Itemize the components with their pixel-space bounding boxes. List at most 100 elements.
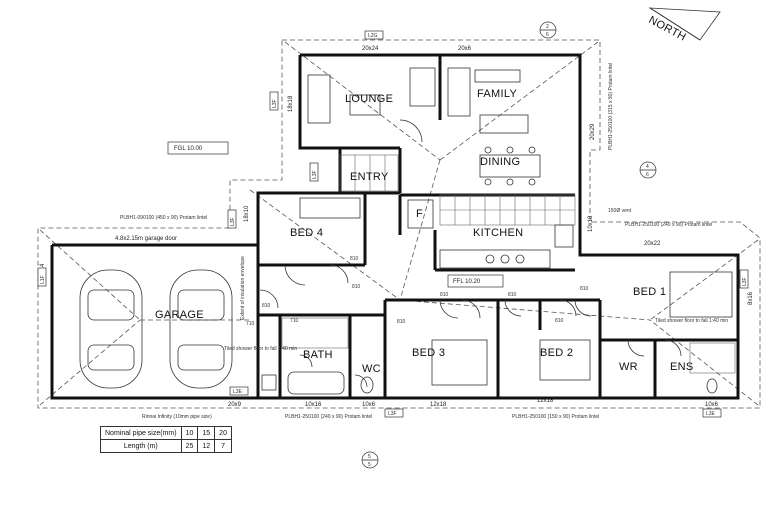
internal-walls (258, 55, 738, 398)
note-lintel: PLBH1-250100 (150 x 90) Protam lintel (512, 414, 599, 420)
door-width: 810 (440, 292, 449, 298)
door-width: 810 (508, 292, 517, 298)
door-width: 810 (580, 286, 589, 292)
section-marker-right: 4 6 (639, 161, 657, 179)
room-label-f: F (416, 208, 423, 220)
table-row: Nominal pipe size(mm) 10 15 20 (100, 426, 232, 440)
kitchen-tile-grid (439, 194, 576, 269)
dim-label: 18x18 (288, 95, 294, 112)
dim-label: 20x9 (228, 402, 242, 408)
wall-tags: L2G L3F L3F L1F L3F L3F L3E L3E L3F (37, 30, 749, 418)
garage-cars (79, 269, 233, 389)
roof-outline (37, 39, 761, 409)
door-width: 810 (350, 256, 359, 262)
room-label-dining: DINING (480, 156, 520, 168)
note-shower-ens: Tiled shower floor to fall 1:40 min (655, 318, 728, 324)
note-garage-door: 4.8x2.15m garage door (115, 236, 177, 242)
room-label-garage: GARAGE (155, 309, 204, 321)
level-ffl: FFL 10.20 (447, 274, 504, 288)
dim-label: 10x16 (305, 402, 322, 408)
level-fgl: FGL 10.00 (167, 141, 229, 155)
bed-furniture (299, 197, 733, 386)
svg-text:L3E: L3E (233, 389, 243, 395)
dim-label: 8x16 (748, 291, 754, 305)
note-lintel: PLBH1-250100 (240 x 90) Protam lintel (625, 222, 712, 228)
dim-label: 20x29 (590, 123, 596, 140)
entry-hatch (339, 154, 399, 192)
dim-label: 20x24 (362, 46, 379, 52)
door-width: 810 (262, 303, 271, 309)
table-cell: 10 (180, 426, 199, 440)
note-lintel: PLBH1-090100 (450 x 90) Protam lintel (120, 215, 207, 221)
door-swings (259, 119, 682, 388)
room-label-bed3: BED 3 (412, 347, 445, 359)
room-label-family: FAMILY (477, 88, 517, 100)
lounge-furniture (307, 67, 436, 124)
dim-label: 10x6 (362, 402, 376, 408)
svg-text:L3F: L3F (312, 170, 318, 179)
room-label-ens: ENS (670, 361, 694, 373)
door-width: 810 (352, 284, 361, 290)
svg-text:FGL 10.00: FGL 10.00 (174, 146, 203, 152)
dim-label: 18x10 (244, 205, 250, 222)
north-arrow: NORTH (647, 7, 721, 44)
room-label-wc: WC (362, 363, 381, 375)
table-row: Length (m) 25 12 7 (100, 439, 232, 453)
room-label-bed4: BED 4 (290, 227, 323, 239)
dim-label: 20x6 (458, 46, 472, 52)
room-label-bath: BATH (303, 349, 333, 361)
note-vent: 150Ø vent (608, 208, 632, 214)
door-width: 710 (246, 321, 255, 327)
svg-text:L3F: L3F (742, 277, 748, 286)
dim-label: 12x18 (430, 402, 447, 408)
room-label-entry: ENTRY (350, 171, 389, 183)
svg-text:L1F: L1F (40, 275, 46, 284)
room-label-kitchen: KITCHEN (473, 227, 523, 239)
north-label: NORTH (647, 14, 688, 44)
dim-label: 10x6 (705, 402, 719, 408)
svg-text:FFL 10.20: FFL 10.20 (453, 279, 481, 285)
section-marker-bottom: 5 5 (361, 451, 379, 469)
svg-text:6: 6 (646, 172, 649, 178)
room-label-wr: WR (619, 361, 638, 373)
svg-text:L3F: L3F (388, 411, 397, 417)
svg-text:5: 5 (368, 462, 371, 468)
svg-text:2: 2 (546, 24, 549, 30)
svg-text:L2G: L2G (368, 33, 378, 39)
note-insulation: Extent of insulation envelope (240, 256, 246, 320)
note-lintel: PLBH1-250100 (240 x 90) Protam lintel (285, 414, 372, 420)
svg-text:L3F: L3F (272, 99, 278, 108)
note-shower-bath: Tiled shower floor to fall 1:40 min (224, 346, 297, 352)
table-cell: Length (m) (100, 439, 182, 453)
svg-text:L3F: L3F (230, 217, 236, 226)
bath-fixtures (261, 317, 736, 395)
svg-text:5: 5 (368, 454, 371, 460)
section-marker-top: 2 6 (539, 21, 557, 39)
table-cell: 12 (197, 439, 216, 453)
svg-text:4: 4 (646, 164, 649, 170)
note-lintel: PLBH1-250100 (315 x 90) Protam lintel (608, 63, 614, 150)
room-label-bed1: BED 1 (633, 286, 666, 298)
table-cell: 25 (180, 439, 199, 453)
door-width: 810 (555, 318, 564, 324)
svg-text:L3E: L3E (706, 411, 716, 417)
pipe-size-table: Nominal pipe size(mm) 10 15 20 Length (m… (100, 426, 232, 453)
room-label-bed2: BED 2 (540, 347, 573, 359)
door-width: 710 (290, 318, 299, 324)
dim-label: 12x18 (537, 398, 554, 404)
table-cell: Nominal pipe size(mm) (100, 426, 182, 440)
roof-hip-lines (39, 41, 759, 406)
table-cell: 7 (214, 439, 232, 453)
table-cell: 20 (214, 426, 232, 440)
table-cell: 15 (197, 426, 216, 440)
svg-text:6: 6 (546, 32, 549, 38)
dining-table (479, 146, 541, 186)
dim-label: 10x18 (588, 215, 594, 232)
door-width: 810 (397, 319, 406, 325)
dim-label: 20x22 (644, 241, 661, 247)
family-furniture (447, 67, 529, 134)
note-rinnai: Rinnai Infinity (10mm pipe size) (142, 414, 212, 420)
room-label-lounge: LOUNGE (345, 93, 393, 105)
fridge-box (407, 199, 434, 229)
